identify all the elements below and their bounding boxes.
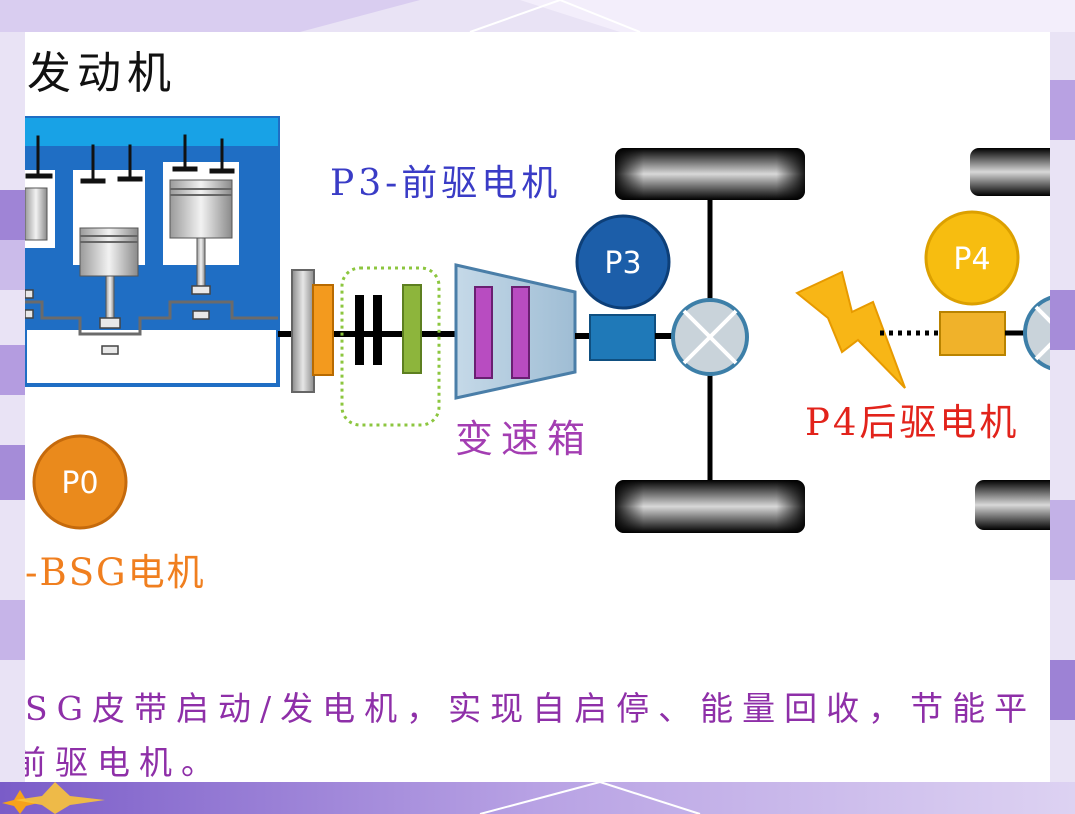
engine-body [25,146,278,330]
bg-bar-left [0,240,25,290]
description-line: SG皮带启动/发电机，实现自启停、能量回收，节能平 [25,689,1037,728]
description-line: 前驱电机。 [25,743,223,782]
page-title: 发动机 [27,48,177,99]
p0-motor-label: -BSG电机 [25,551,206,594]
slide-content: P3 P4 P0 发动机 P3-前驱电机 变速箱 P4后驱电机 -BSG电机 S… [25,32,1050,782]
connecting-rod [196,237,206,289]
bg-shape-top-left [0,0,420,32]
p2-motor-disc [402,284,422,374]
star-decoration [2,790,38,814]
crankshaft [25,300,278,336]
bg-bar-left [0,445,25,500]
valves [25,134,235,184]
piston [25,187,48,241]
rear-wheel-top [970,148,1050,196]
p4-motor-label: P4后驱电机 [805,401,1020,444]
p0-badge-text: P0 [61,466,98,501]
bg-bar-left [0,190,25,240]
gearbox-label: 变速箱 [455,417,594,461]
connecting-rod [105,275,115,321]
clutch-dotted-box [340,266,441,427]
bg-shape-top-right [520,0,1075,32]
rear-wheel-bottom [975,480,1050,530]
engine-top-band [25,118,278,146]
p4-badge-text: P4 [953,242,990,277]
rear-differential [1023,295,1050,371]
p4-motor [939,311,1006,356]
p3-motor [589,314,656,361]
p3-motor-label: P3-前驱电机 [330,163,562,204]
front-wheel-bottom [615,480,805,533]
lightning-icon [795,270,906,389]
bg-bar-left [0,600,25,660]
star-decoration [15,782,105,814]
p3-badge: P3 [575,214,671,310]
powertrain-diagram: P3 P4 P0 [25,116,1050,533]
bg-bar-right [1050,80,1075,140]
engine-block [25,116,280,387]
bg-bar-left [0,345,25,395]
p3-badge-text: P3 [604,246,641,281]
front-differential [671,298,749,376]
bg-bar-right [1050,660,1075,720]
p4-badge: P4 [924,210,1020,306]
p0-badge: P0 [32,434,128,530]
clutch-plate [373,295,382,365]
p1-motor-disc [312,284,334,376]
flywheel [291,269,315,393]
gear [511,286,530,379]
bg-bar-right [1050,500,1075,580]
gear [474,286,493,379]
bg-bar-right [1050,290,1075,350]
front-wheel-top [615,148,805,200]
clutch-plate [355,295,364,365]
